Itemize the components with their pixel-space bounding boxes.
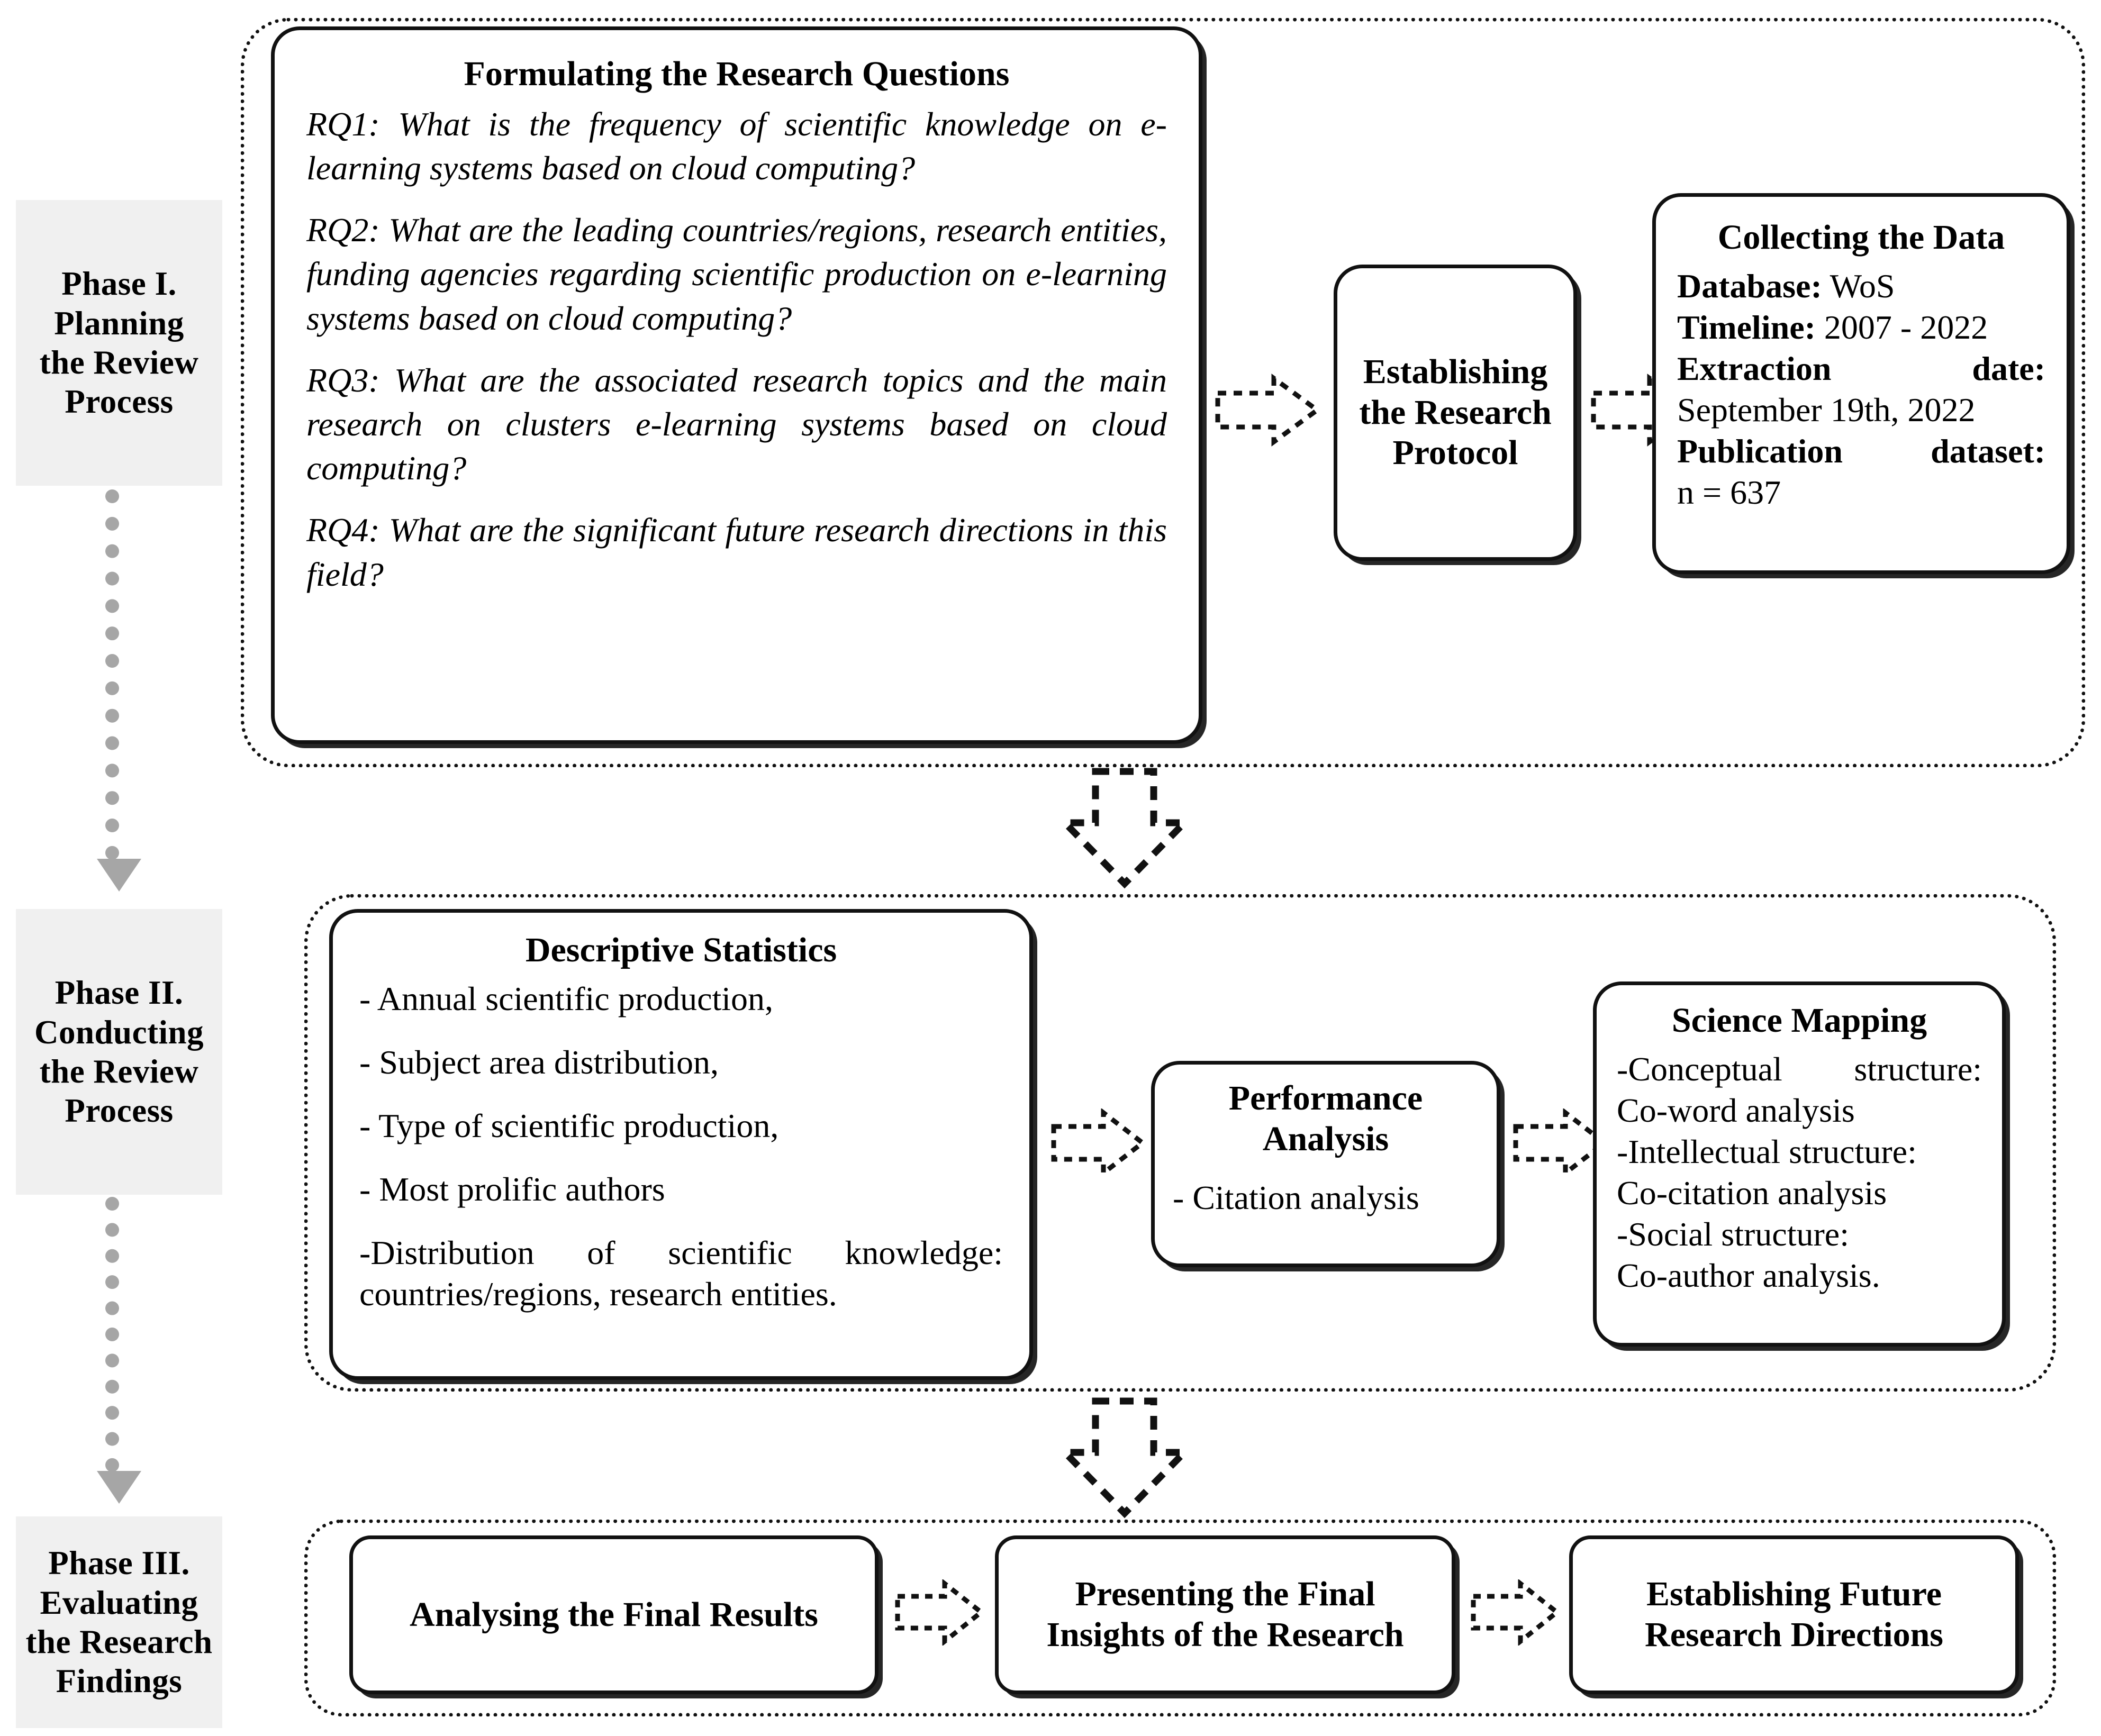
arrow-presenting-to-future-icon <box>1470 1579 1560 1646</box>
card-body: - Citation analysis <box>1173 1177 1479 1219</box>
field-publication-dataset-key: Publication dataset: <box>1677 431 2045 472</box>
arrow-analysing-to-presenting-icon <box>894 1579 984 1646</box>
card-body: - Annual scientific production, - Subjec… <box>359 978 1003 1315</box>
phase-ii-line-2: Conducting <box>34 1013 204 1051</box>
card-body: Database: WoS Timeline: 2007 - 2022 Extr… <box>1677 266 2045 513</box>
phase-i-container <box>241 18 2085 767</box>
phase-iii-line-3: the Research <box>25 1623 213 1660</box>
card-title: Descriptive Statistics <box>525 931 837 969</box>
field-extraction-date-value: September 19th, 2022 <box>1677 391 1976 429</box>
stat-item-distribution-line-2: countries/regions, research entities. <box>359 1275 837 1313</box>
mapping-intellectual-structure: -Intellectual structure: <box>1617 1133 1917 1171</box>
field-timeline: Timeline: 2007 - 2022 <box>1677 308 1988 346</box>
phase-ii-line-4: Process <box>65 1092 174 1130</box>
descriptive-statistics-card: Descriptive Statistics - Annual scientif… <box>329 909 1033 1380</box>
connector-arrowhead <box>97 859 141 892</box>
analysing-line-1: Analysing the Final Results <box>410 1595 818 1634</box>
stat-item-subject-area: - Subject area distribution, <box>359 1043 719 1081</box>
arrow-rq-to-protocol-icon <box>1215 373 1320 447</box>
field-publication-key-a: Publication <box>1677 432 1843 470</box>
phase-ii-line-1: Phase II. <box>55 974 184 1012</box>
mapping-co-word-analysis: Co-word analysis <box>1617 1091 1855 1129</box>
phase-i-to-ii-connector <box>69 489 169 892</box>
mapping-conceptual-b: structure: <box>1854 1050 1982 1088</box>
card-body: -Conceptual structure: Co-word analysis … <box>1617 1049 1982 1296</box>
science-mapping-card: Science Mapping -Conceptual structure: C… <box>1593 981 2006 1347</box>
card-title: Analysing the Final Results <box>410 1595 818 1635</box>
research-question-rq4: RQ4: What are the significant future res… <box>306 511 1167 593</box>
card-title: Science Mapping <box>1671 1001 1927 1040</box>
connector-stem <box>105 1197 133 1472</box>
arrow-phase-i-to-phase-ii-icon <box>1058 767 1191 889</box>
mapping-co-author-analysis: Co-author analysis. <box>1617 1257 1880 1295</box>
phase-i-line-2: Planning <box>54 304 184 342</box>
phase-iii-line-4: Findings <box>56 1662 183 1700</box>
connector-stem <box>105 489 133 860</box>
field-database-value: WoS <box>1830 267 1895 305</box>
research-question-rq3: RQ3: What are the associated research to… <box>306 361 1167 487</box>
stat-item-prolific-authors: - Most prolific authors <box>359 1170 665 1208</box>
future-line-1: Establishing Future <box>1646 1575 1942 1614</box>
future-line-2: Research Directions <box>1645 1615 1943 1654</box>
protocol-line-3: Protocol <box>1392 433 1518 472</box>
field-timeline-key: Timeline <box>1677 308 1805 346</box>
field-extraction-date-key: Extraction date: <box>1677 348 2045 389</box>
presenting-line-1: Presenting the Final <box>1075 1575 1375 1614</box>
protocol-line-2: the Research <box>1359 393 1552 432</box>
card-title: Establishing Future Research Directions <box>1645 1574 1943 1655</box>
phase-iii-container <box>304 1520 2056 1716</box>
phase-label-i: Phase I. Planning the Review Process <box>16 200 222 486</box>
phase-i-line-3: the Review <box>39 344 199 381</box>
performance-item-citation-analysis: - Citation analysis <box>1173 1179 1419 1217</box>
field-database: Database: WoS <box>1677 267 1895 305</box>
card-title: Performance Analysis <box>1173 1078 1479 1159</box>
stat-item-type-production: - Type of scientific production, <box>359 1107 779 1145</box>
phase-ii-to-iii-connector <box>69 1197 169 1504</box>
protocol-line-1: Establishing <box>1363 352 1548 392</box>
collecting-the-data-card: Collecting the Data Database: WoS Timeli… <box>1652 193 2070 574</box>
field-extraction-key-a: Extraction <box>1677 350 1832 388</box>
stat-item-annual-production: - Annual scientific production, <box>359 979 774 1017</box>
arrow-descriptive-to-performance-icon <box>1050 1108 1146 1177</box>
card-title: Collecting the Data <box>1717 218 2005 257</box>
arrow-protocol-to-collecting-icon <box>1590 373 1696 447</box>
analysing-final-results-card: Analysing the Final Results <box>349 1535 879 1694</box>
research-question-rq1: RQ1: What is the frequency of scientific… <box>306 105 1167 187</box>
phase-ii-line-3: the Review <box>39 1053 199 1090</box>
phase-i-line-1: Phase I. <box>61 265 177 303</box>
formulating-research-questions-card: Formulating the Research Questions RQ1: … <box>271 26 1202 744</box>
phase-ii-container <box>304 894 2056 1392</box>
mapping-conceptual-structure: -Conceptual structure: <box>1617 1049 1982 1090</box>
card-title: Establishing the Research Protocol <box>1359 352 1552 474</box>
research-question-rq2: RQ2: What are the leading countries/regi… <box>306 211 1167 337</box>
mapping-conceptual-a: -Conceptual <box>1617 1050 1782 1088</box>
arrow-performance-to-science-mapping-icon <box>1513 1108 1608 1177</box>
field-database-key: Database <box>1677 267 1811 305</box>
establishing-research-protocol-card: Establishing the Research Protocol <box>1334 265 1577 561</box>
performance-line-2: Analysis <box>1262 1119 1389 1158</box>
field-publication-key-b: dataset: <box>1931 432 2045 470</box>
field-timeline-value: 2007 - 2022 <box>1824 308 1988 346</box>
arrow-phase-ii-to-phase-iii-icon <box>1058 1397 1191 1519</box>
card-title: Formulating the Research Questions <box>464 54 1010 93</box>
phase-i-line-4: Process <box>65 383 174 421</box>
phase-iii-line-1: Phase III. <box>48 1544 190 1582</box>
card-title: Presenting the Final Insights of the Res… <box>1046 1574 1403 1655</box>
field-publication-dataset-value: n = 637 <box>1677 474 1781 512</box>
field-extraction-key-b: date: <box>1972 350 2045 388</box>
connector-arrowhead <box>97 1471 141 1504</box>
card-body: RQ1: What is the frequency of scientific… <box>306 102 1167 596</box>
presenting-insights-card: Presenting the Final Insights of the Res… <box>995 1535 1455 1694</box>
presenting-line-2: Insights of the Research <box>1046 1615 1404 1654</box>
phase-iii-line-2: Evaluating <box>40 1584 198 1621</box>
establishing-future-directions-card: Establishing Future Research Directions <box>1569 1535 2019 1694</box>
mapping-social-structure: -Social structure: <box>1617 1215 1849 1253</box>
mapping-co-citation-analysis: Co-citation analysis <box>1617 1174 1887 1212</box>
phase-label-iii: Phase III. Evaluating the Research Findi… <box>16 1516 222 1728</box>
stat-item-distribution-line-1: -Distribution of scientific knowledge: <box>359 1234 1003 1272</box>
phase-label-ii: Phase II. Conducting the Review Process <box>16 909 222 1195</box>
performance-line-1: Performance <box>1228 1079 1423 1117</box>
performance-analysis-card: Performance Analysis - Citation analysis <box>1151 1061 1500 1267</box>
